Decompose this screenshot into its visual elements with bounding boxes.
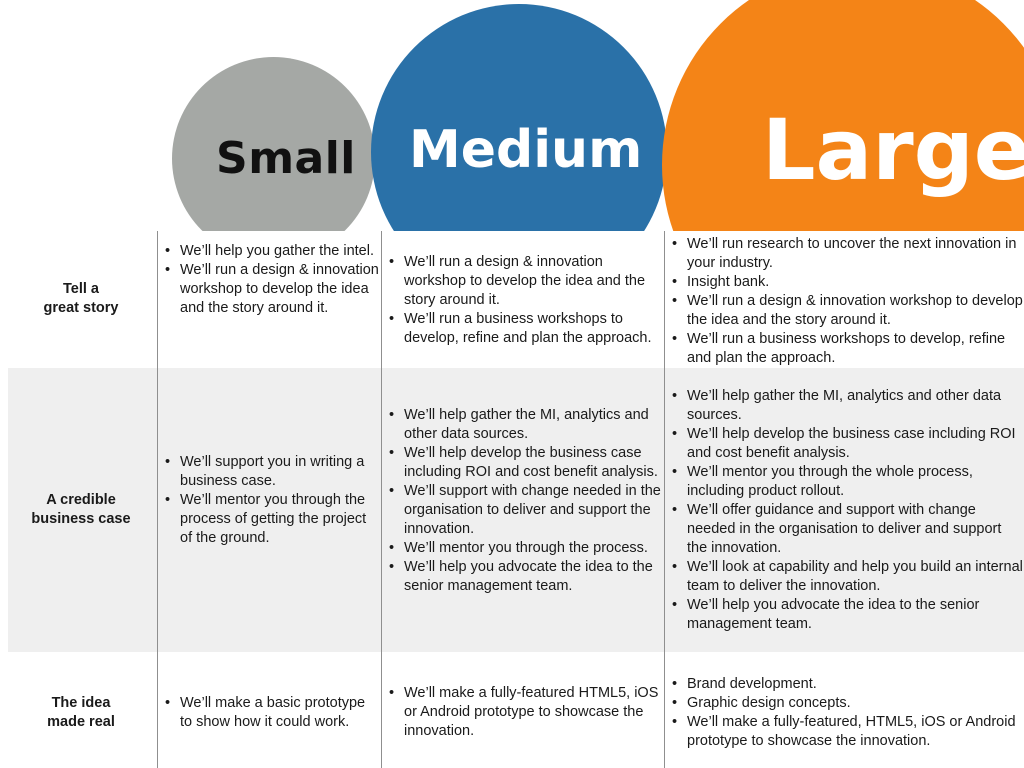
list-item: We’ll mentor you through the process.	[382, 539, 664, 558]
list-item: We’ll run a design & innovation workshop…	[158, 261, 380, 318]
cell-story-large: We’ll run research to uncover the next i…	[665, 235, 1023, 368]
row-label-line: great story	[43, 300, 119, 316]
row-label-real: The idea made real	[0, 694, 162, 732]
list-item: We’ll help develop the business case inc…	[382, 444, 664, 482]
list-item: We’ll make a fully-featured, HTML5, iOS …	[665, 713, 1023, 751]
list-item: We’ll help you advocate the idea to the …	[382, 558, 664, 596]
cell-business-medium: We’ll help gather the MI, analytics and …	[382, 406, 664, 596]
row-label-line: The idea	[51, 695, 111, 711]
list-item: Brand development.	[665, 675, 1023, 694]
tier-medium-label: Medium	[409, 120, 643, 180]
row-label-line: A credible	[46, 492, 116, 508]
list-item: Insight bank.	[665, 273, 1023, 292]
list-item: We’ll make a fully-featured HTML5, iOS o…	[382, 684, 664, 741]
cell-story-small: We’ll help you gather the intel. We’ll r…	[158, 242, 380, 318]
cell-real-medium: We’ll make a fully-featured HTML5, iOS o…	[382, 684, 664, 741]
list-item: We’ll support with change needed in the …	[382, 482, 664, 539]
list-item: We’ll run research to uncover the next i…	[665, 235, 1023, 273]
cell-real-small: We’ll make a basic prototype to show how…	[158, 694, 380, 732]
list-item: We’ll mentor you through the process of …	[158, 491, 380, 548]
cell-business-large: We’ll help gather the MI, analytics and …	[665, 387, 1023, 634]
list-item: We’ll make a basic prototype to show how…	[158, 694, 380, 732]
row-label-story: Tell a great story	[0, 280, 162, 318]
list-item: We’ll run a business workshops to develo…	[382, 310, 664, 348]
list-item: We’ll help you advocate the idea to the …	[665, 596, 1023, 634]
list-item: We’ll help gather the MI, analytics and …	[665, 387, 1023, 425]
tier-small-label: Small	[216, 133, 356, 184]
list-item: We’ll run a business workshops to develo…	[665, 330, 1023, 368]
tier-small-circle: Small	[172, 57, 375, 260]
list-item: Graphic design concepts.	[665, 694, 1023, 713]
list-item: We’ll run a design & innovation workshop…	[382, 253, 664, 310]
list-item: We’ll offer guidance and support with ch…	[665, 501, 1023, 558]
list-item: We’ll support you in writing a business …	[158, 453, 380, 491]
tier-large-label: Large	[762, 101, 1024, 199]
row-label-line: Tell a	[63, 281, 99, 297]
list-item: We’ll look at capability and help you bu…	[665, 558, 1023, 596]
cell-real-large: Brand development. Graphic design concep…	[665, 675, 1023, 751]
cell-business-small: We’ll support you in writing a business …	[158, 453, 380, 548]
row-label-business: A credible business case	[0, 491, 162, 529]
comparison-table: Tell a great story We’ll help you gather…	[0, 231, 1024, 768]
list-item: We’ll mentor you through the whole proce…	[665, 463, 1023, 501]
list-item: We’ll help develop the business case inc…	[665, 425, 1023, 463]
row-label-line: made real	[47, 714, 115, 730]
row-label-line: business case	[31, 511, 131, 527]
list-item: We’ll help gather the MI, analytics and …	[382, 406, 664, 444]
cell-story-medium: We’ll run a design & innovation workshop…	[382, 253, 664, 348]
list-item: We’ll run a design & innovation workshop…	[665, 292, 1023, 330]
list-item: We’ll help you gather the intel.	[158, 242, 380, 261]
